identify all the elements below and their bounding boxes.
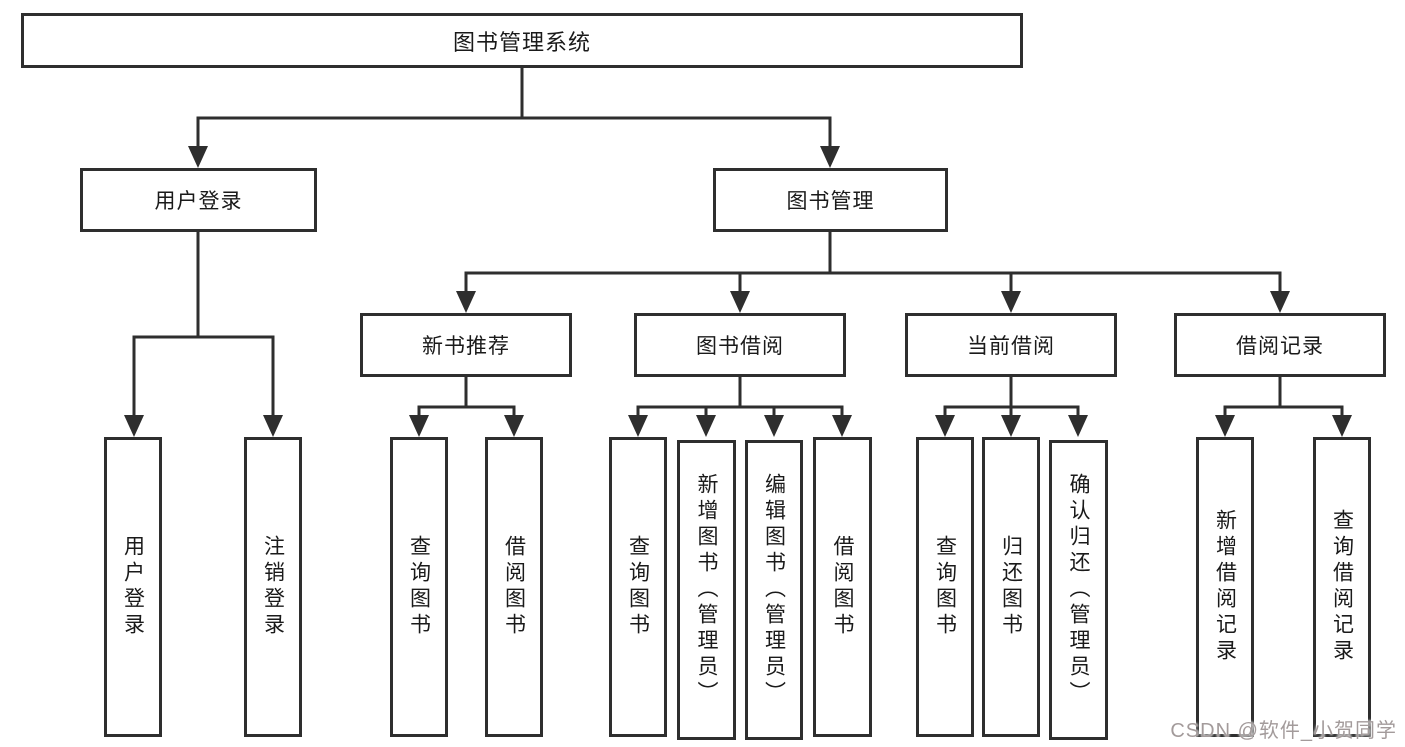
leaf-query-books: 查询图书 — [609, 437, 667, 737]
node-label: 当前借阅 — [967, 335, 1055, 358]
leaf-label: 注销登录 — [261, 535, 285, 639]
csdn-watermark: CSDN @软件_小贺同学 — [1170, 720, 1397, 742]
leaf-label: 用户登录 — [121, 535, 145, 639]
node-current-borrowing: 当前借阅 — [905, 313, 1117, 377]
leaf-label: 查询图书 — [407, 535, 431, 639]
leaf-label: 确认归还（管理员） — [1067, 473, 1090, 707]
leaf-query-books: 查询图书 — [916, 437, 974, 737]
leaf-label: 借阅图书 — [831, 535, 854, 639]
leaf-label: 新增图书（管理员） — [695, 473, 718, 707]
leaf-label: 归还图书 — [999, 535, 1023, 639]
node-label: 图书管理 — [786, 190, 875, 213]
leaf-label: 查询图书 — [933, 535, 957, 639]
node-label: 借阅记录 — [1236, 335, 1324, 358]
node-label: 新书推荐 — [422, 335, 510, 358]
leaf-label: 查询图书 — [626, 535, 650, 639]
leaf-logout: 注销登录 — [244, 437, 302, 737]
leaf-label: 新增借阅记录 — [1213, 509, 1237, 665]
leaf-borrow-books: 借阅图书 — [813, 437, 872, 737]
leaf-edit-books-admin: 编辑图书（管理员） — [745, 440, 803, 740]
leaf-return-books: 归还图书 — [982, 437, 1040, 737]
node-borrowing-records: 借阅记录 — [1174, 313, 1386, 377]
leaf-label: 借阅图书 — [502, 535, 526, 639]
node-label: 用户登录 — [154, 190, 243, 213]
node-label: 图书借阅 — [696, 335, 784, 358]
node-label: 图书管理系统 — [452, 29, 591, 55]
leaf-label: 编辑图书（管理员） — [762, 473, 786, 707]
leaf-borrow-books: 借阅图书 — [485, 437, 543, 737]
leaf-query-borrow-record: 查询借阅记录 — [1313, 437, 1371, 737]
leaf-confirm-return-admin: 确认归还（管理员） — [1049, 440, 1108, 740]
node-book-management: 图书管理 — [713, 168, 948, 232]
leaf-label: 查询借阅记录 — [1330, 509, 1354, 665]
node-library-management-system: 图书管理系统 — [21, 13, 1023, 68]
arrow-down-icon — [124, 146, 1352, 437]
leaf-add-borrow-record: 新增借阅记录 — [1196, 437, 1254, 737]
node-new-book-recommendation: 新书推荐 — [360, 313, 572, 377]
connector-line — [132, 68, 1344, 420]
node-book-borrowing: 图书借阅 — [634, 313, 846, 377]
leaf-query-books: 查询图书 — [390, 437, 448, 737]
leaf-user-login: 用户登录 — [104, 437, 162, 737]
leaf-add-books-admin: 新增图书（管理员） — [677, 440, 736, 740]
node-user-login: 用户登录 — [80, 168, 317, 232]
